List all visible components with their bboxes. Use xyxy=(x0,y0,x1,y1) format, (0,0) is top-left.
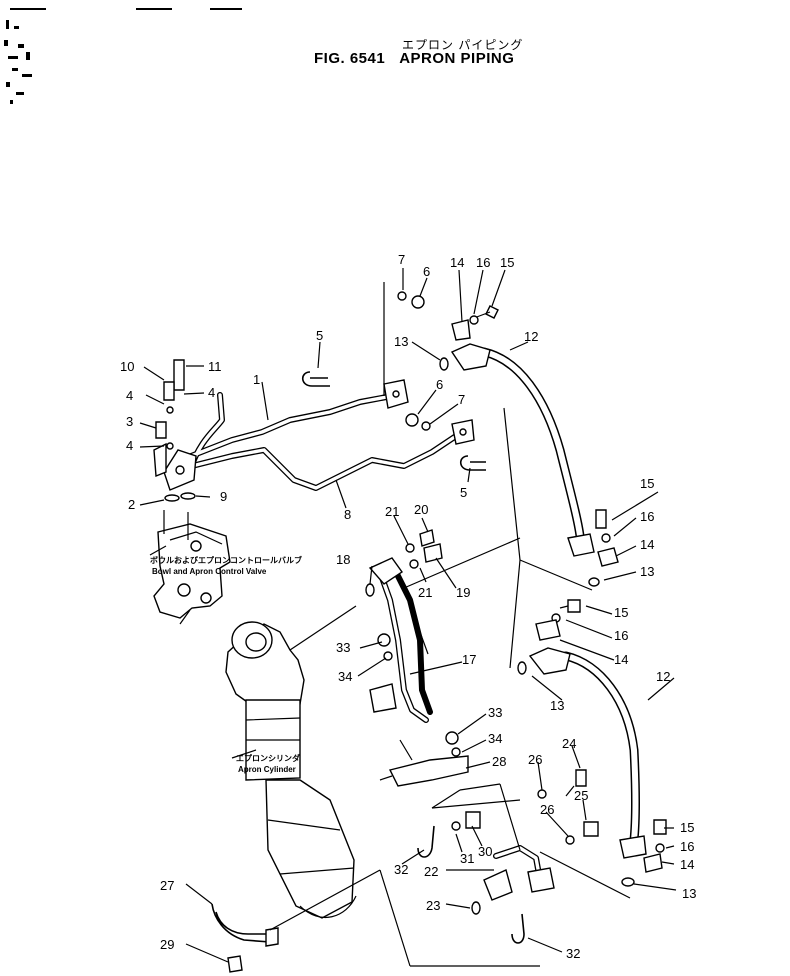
callout-label: 34 xyxy=(338,669,353,684)
header-rule xyxy=(10,8,46,10)
callout-label: 31 xyxy=(460,851,475,866)
strap-27 xyxy=(211,903,279,947)
callout-label: 10 xyxy=(120,359,135,374)
callout-label: 2 xyxy=(128,497,136,512)
leader-lines xyxy=(139,268,677,967)
callout-label: 5 xyxy=(460,485,468,500)
header-rule xyxy=(136,8,172,10)
figure-name: APRON PIPING xyxy=(399,50,515,67)
pipe-8 xyxy=(189,429,465,491)
callout-label: 3 xyxy=(126,414,134,429)
callout-label: 17 xyxy=(462,652,477,667)
callout-label: 19 xyxy=(456,585,471,600)
hose-12-lower xyxy=(528,647,647,859)
callout-label: 8 xyxy=(344,507,352,522)
scan-noise xyxy=(4,20,32,104)
callout-label: 7 xyxy=(398,252,406,267)
hose-12-upper xyxy=(450,343,595,557)
cylinder-caption-jp: エプロンシリンダ xyxy=(236,754,300,763)
callout-label: 7 xyxy=(458,392,466,407)
callout-label: 13 xyxy=(550,698,565,713)
callout-label: 9 xyxy=(220,489,228,504)
callout-label: 18 xyxy=(336,552,351,567)
callout-label: 6 xyxy=(436,377,444,392)
valve-caption-en: Bowl and Apron Control Valve xyxy=(152,567,267,576)
callout-label: 14 xyxy=(640,537,655,552)
callout-label: 16 xyxy=(476,255,491,270)
control-valve-body xyxy=(153,510,231,619)
callout-label: 33 xyxy=(336,640,351,655)
callout-label: 6 xyxy=(423,264,431,279)
callout-label: 16 xyxy=(680,839,695,854)
callout-label: 4 xyxy=(208,385,216,400)
title-japanese: エプロン パイピング xyxy=(402,38,524,52)
callout-label: 22 xyxy=(424,864,439,879)
callout-label: 34 xyxy=(488,731,503,746)
callout-label: 24 xyxy=(562,736,577,751)
bracket-28 xyxy=(379,739,469,787)
callout-label: 21 xyxy=(385,504,400,519)
header-rule xyxy=(210,8,242,10)
pipe-flanges xyxy=(383,379,475,445)
callout-label: 30 xyxy=(478,844,493,859)
callout-label: 32 xyxy=(566,946,581,961)
valve-flange xyxy=(153,442,197,491)
callout-label: 15 xyxy=(614,605,629,620)
callout-label: 13 xyxy=(682,886,697,901)
callout-label: 15 xyxy=(640,476,655,491)
callout-label: 33 xyxy=(488,705,503,720)
pipe-22 xyxy=(483,845,555,901)
callout-label: 13 xyxy=(640,564,655,579)
callout-label: 11 xyxy=(208,359,222,374)
bolts-and-washers xyxy=(155,291,667,973)
callout-label: 32 xyxy=(394,862,409,877)
u-clamp xyxy=(301,371,486,471)
callout-label: 26 xyxy=(540,802,555,817)
callout-label: 13 xyxy=(394,334,409,349)
callout-label: 16 xyxy=(614,628,629,643)
callout-label: 21 xyxy=(418,585,433,600)
cylinder-caption-en: Apron Cylinder xyxy=(238,765,296,774)
callout-label: 25 xyxy=(574,788,589,803)
callout-label: 4 xyxy=(126,388,134,403)
clip-32 xyxy=(417,825,525,944)
callout-label: 12 xyxy=(656,669,671,684)
apron-cylinder xyxy=(225,621,357,919)
callout-label: 14 xyxy=(680,857,695,872)
callout-label: 16 xyxy=(640,509,655,524)
callout-label: 1 xyxy=(253,372,261,387)
callout-label: 12 xyxy=(524,329,539,344)
callout-label: 23 xyxy=(426,898,441,913)
callout-label: 29 xyxy=(160,937,175,952)
valve-caption-jp: ボウルおよびエプロンコントロールバルブ xyxy=(150,556,302,565)
callout-label: 20 xyxy=(414,502,429,517)
callout-label: 5 xyxy=(316,328,324,343)
callout-label: 27 xyxy=(160,878,175,893)
callout-label: 15 xyxy=(680,820,695,835)
callout-label: 14 xyxy=(450,255,465,270)
callout-label: 26 xyxy=(528,752,543,767)
callout-label: 14 xyxy=(614,652,629,667)
figure-title: FIG. 6541 APRON PIPING xyxy=(314,50,514,67)
callout-label: 15 xyxy=(500,255,515,270)
figure-number: FIG. 6541 xyxy=(314,50,386,67)
callout-label: 4 xyxy=(126,438,134,453)
callout-label: 28 xyxy=(492,754,507,769)
